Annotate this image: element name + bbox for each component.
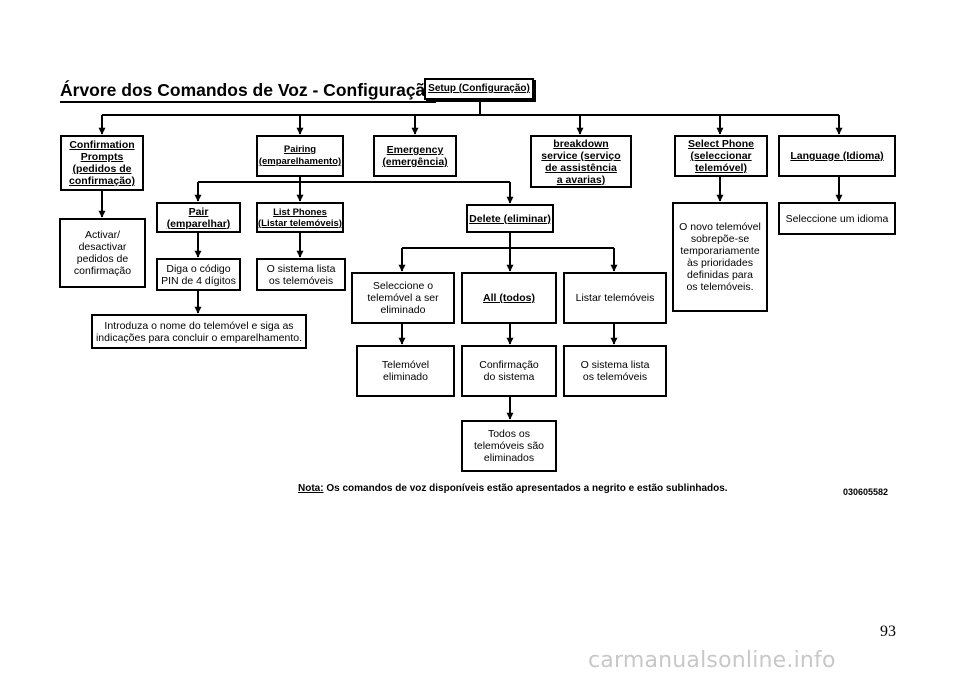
page-number: 93 [880, 623, 896, 640]
footnote: Nota: Os comandos de voz disponíveis est… [298, 483, 728, 494]
node-list-phones: List Phones (Listar telemóveis) [256, 202, 344, 233]
figure-code: 030605582 [843, 487, 889, 497]
node-sistema-lista-telemoveis-2: O sistema lista os telemóveis [563, 345, 667, 397]
node-confirmacao-sistema: Confirmação do sistema [461, 345, 557, 397]
footnote-text: Os comandos de voz disponíveis estão apr… [323, 483, 728, 494]
node-seleccione-idioma: Seleccione um idioma [778, 202, 896, 235]
node-activar-desactivar: Activar/ desactivar pedidos de confirmaç… [59, 218, 146, 288]
node-sistema-lista-telemoveis-1: O sistema lista os telemóveis [256, 258, 346, 291]
footnote-label: Nota: [298, 483, 324, 494]
node-setup: Setup (Configuração) [424, 78, 534, 100]
node-pairing: Pairing (emparelhamento) [256, 135, 344, 177]
node-listar-telemoveis: Listar telemóveis [563, 272, 667, 324]
node-diga-codigo-pin: Diga o código PIN de 4 dígitos [156, 258, 241, 291]
watermark: carmanualsonline.info [588, 648, 836, 673]
node-all-todos: All (todos) [461, 272, 557, 324]
node-language: Language (Idioma) [778, 135, 896, 177]
node-telemovel-eliminado: Telemóvel eliminado [356, 345, 455, 397]
node-introduza-nome: Introduza o nome do telemóvel e siga as … [91, 314, 307, 349]
node-delete: Delete (eliminar) [466, 204, 554, 233]
node-select-phone: Select Phone (seleccionar telemóvel) [674, 135, 768, 177]
node-seleccione-telemovel: Seleccione o telemóvel a ser eliminado [351, 272, 455, 324]
diagram-title: Árvore dos Comandos de Voz - Configuraçã… [60, 80, 436, 103]
node-todos-eliminados: Todos os telemóveis são eliminados [461, 420, 557, 472]
node-emergency: Emergency (emergência) [373, 135, 457, 177]
node-breakdown-service: breakdown service (serviço de assistênci… [530, 135, 632, 188]
node-confirmation-prompts: Confirmation Prompts (pedidos de confirm… [60, 135, 144, 191]
node-novo-telemovel: O novo telemóvel sobrepõe-se temporariam… [672, 202, 768, 312]
node-pair: Pair (emparelhar) [156, 202, 241, 233]
